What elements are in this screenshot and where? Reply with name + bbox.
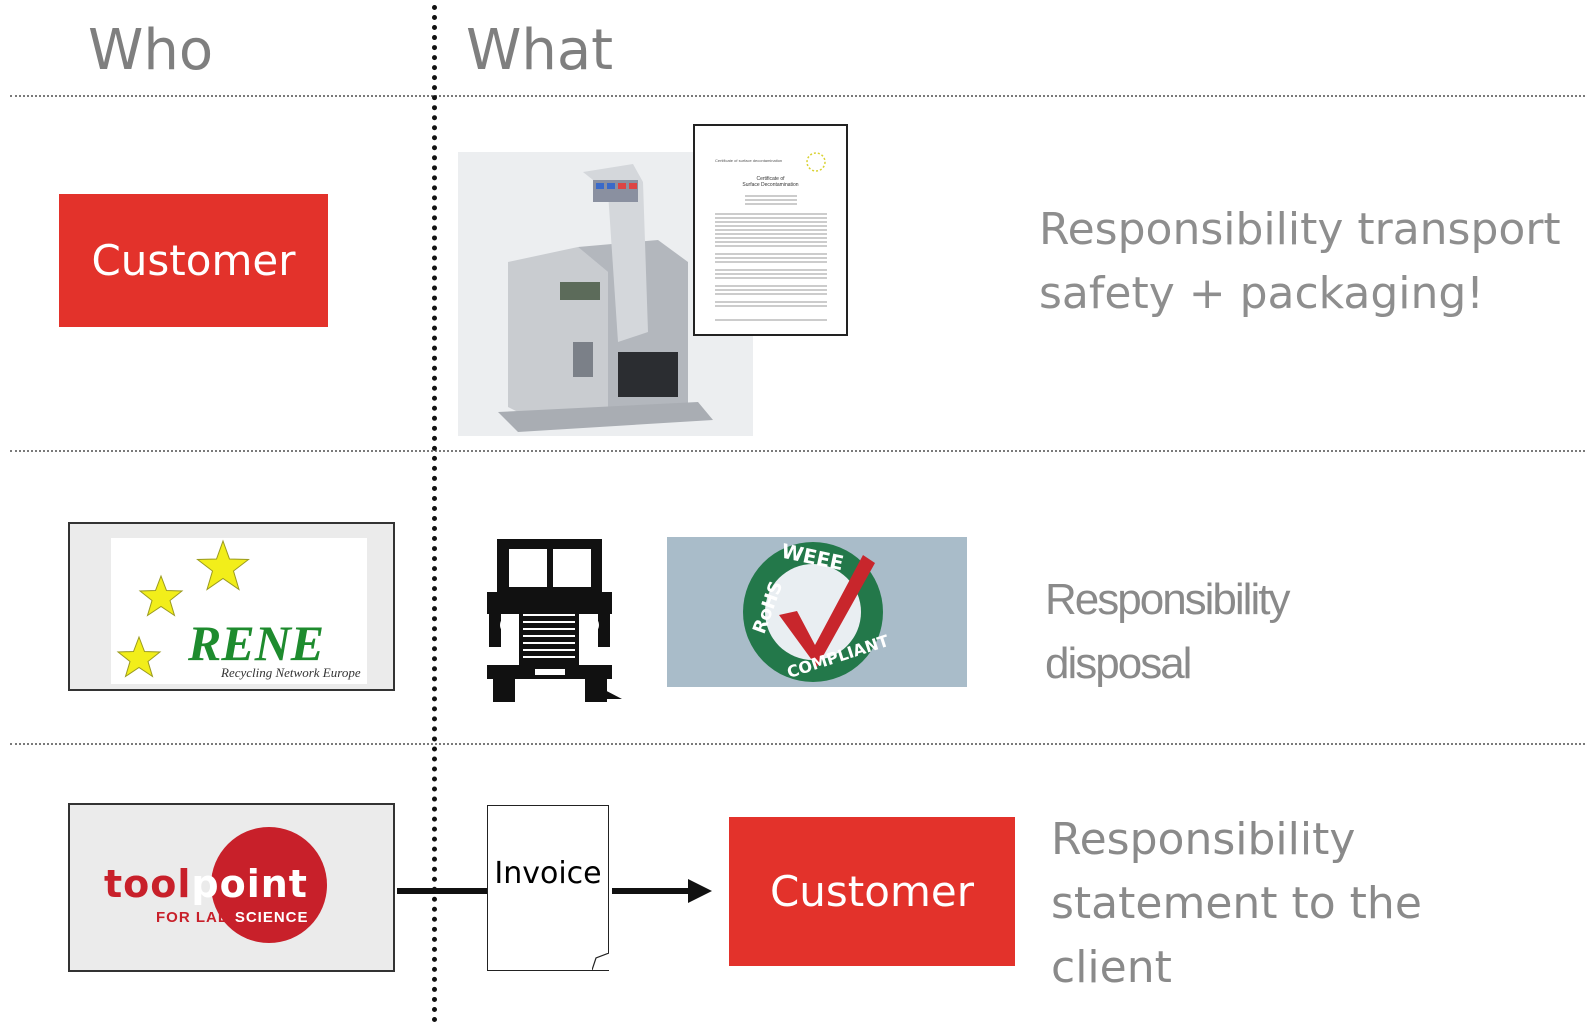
row-divider-2 (10, 743, 1585, 745)
responsibility-disposal-text: Responsibility disposal (1045, 568, 1290, 696)
rene-logo: RENE Recycling Network Europe (111, 538, 367, 684)
arrow-line (612, 888, 690, 894)
certificate-body-lines (715, 195, 827, 321)
responsibility-line-3: client (1051, 942, 1172, 993)
who-header: Who (88, 18, 214, 83)
responsibility-line-1: Responsibility (1045, 575, 1290, 624)
customer-label: Customer (91, 236, 296, 285)
toolpoint-name-part2: point (191, 862, 308, 906)
truck-icon (487, 537, 622, 702)
responsibility-line-2: safety + packaging! (1039, 268, 1484, 319)
responsibility-line-2: disposal (1045, 639, 1192, 688)
toolpoint-tagline-part2: SCIENCE (234, 909, 309, 926)
rene-tagline: Recycling Network Europe (221, 665, 361, 680)
star-icon (116, 635, 162, 678)
certificate-document: Certificate of surface decontamination C… (693, 124, 848, 336)
responsibility-line-1: Responsibility (1051, 814, 1356, 865)
star-icon (138, 574, 184, 617)
star-icon (196, 539, 250, 591)
rene-name: RENE (188, 615, 325, 671)
arrow-head-icon (688, 879, 712, 903)
responsibility-line-2: statement to the (1051, 878, 1422, 929)
certificate-small-title: Certificate of surface decontamination (715, 158, 783, 163)
column-divider (432, 5, 437, 1023)
toolpoint-tagline: FOR LAB SCIENCE (156, 909, 309, 926)
responsibility-line-1: Responsibility transport (1039, 204, 1561, 255)
connector-line (397, 888, 492, 894)
rene-mini-logo (805, 151, 827, 173)
customer-box: Customer (59, 194, 328, 327)
header-divider (10, 95, 1585, 97)
responsibility-statement-text: Responsibility statement to the client (1051, 808, 1422, 1000)
rene-logo-frame: RENE Recycling Network Europe (68, 522, 395, 691)
toolpoint-name-part1: tool (104, 862, 192, 906)
customer-target-label: Customer (769, 867, 974, 916)
toolpoint-tagline-part1: FOR LAB (156, 909, 230, 926)
page-curl-icon (592, 953, 609, 970)
customer-target-box: Customer (729, 817, 1015, 966)
toolpoint-name: toolpoint (104, 863, 308, 905)
what-header: What (466, 18, 614, 83)
invoice-document: Invoice (487, 805, 609, 971)
invoice-label: Invoice (494, 856, 602, 891)
weee-rohs-badge: WEEE RoHS COMPLIANT (667, 537, 967, 687)
row-divider-1 (10, 450, 1585, 452)
toolpoint-logo-frame: toolpoint FOR LAB SCIENCE (68, 803, 395, 972)
certificate-subtitle: Surface Decontamination (742, 182, 799, 188)
responsibility-transport-text: Responsibility transport safety + packag… (1039, 198, 1561, 326)
toolpoint-circle (211, 827, 327, 943)
certificate-title: Certificate of (756, 176, 785, 182)
